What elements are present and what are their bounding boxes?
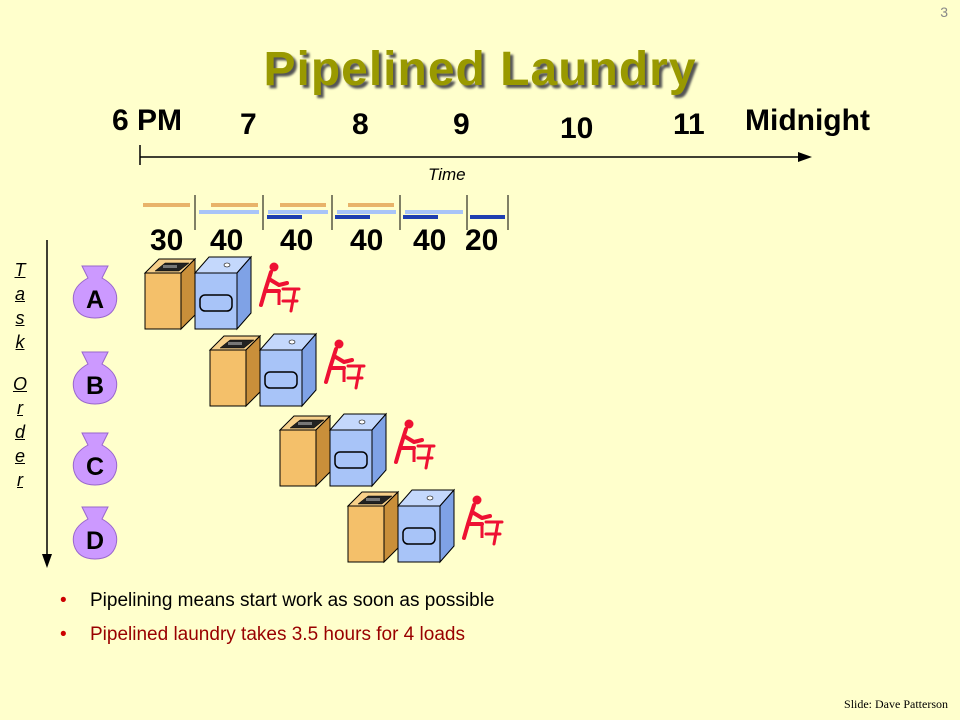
folding-person-icon: [462, 495, 504, 546]
slide-number: 3: [940, 4, 948, 20]
laundry-bag-c: C: [70, 431, 120, 487]
task-order-label: T a s k O r d e r: [12, 260, 27, 490]
bullet-item: Pipelined laundry takes 3.5 hours for 4 …: [60, 624, 494, 646]
duration-label: 30: [150, 224, 184, 257]
task-label-c: C: [85, 453, 105, 481]
laundry-bag-a: A: [70, 264, 120, 320]
dryer-icon: [328, 412, 388, 488]
washer-icon: [208, 334, 262, 408]
hour-label-midnight: Midnight: [745, 104, 870, 137]
washer-icon: [346, 490, 400, 564]
hour-label-11: 11: [673, 108, 705, 141]
task-label-d: D: [85, 527, 105, 555]
laundry-row-d: [346, 488, 504, 564]
duration-label: 40: [280, 224, 314, 257]
laundry-bag-d: D: [70, 505, 120, 561]
bullet-item: Pipelining means start work as soon as p…: [60, 590, 494, 612]
slide-credit: Slide: Dave Patterson: [844, 697, 948, 711]
dryer-icon: [396, 488, 456, 564]
duration-label: 20: [465, 224, 499, 257]
washer-icon: [143, 257, 197, 331]
hour-label-7: 7: [240, 108, 257, 141]
dryer-icon: [193, 255, 253, 331]
task-label-b: B: [85, 372, 105, 400]
hour-label-9: 9: [453, 108, 470, 141]
washer-icon: [278, 414, 332, 488]
dryer-icon: [258, 332, 318, 408]
folding-person-icon: [259, 262, 301, 313]
duration-label: 40: [413, 224, 447, 257]
laundry-row-c: [278, 412, 436, 488]
hour-label-10: 10: [560, 112, 594, 145]
hour-label-6pm: 6 PM: [112, 104, 183, 137]
laundry-bag-b: B: [70, 350, 120, 406]
duration-label: 40: [210, 224, 244, 257]
slide-title: Pipelined Laundry: [263, 43, 697, 96]
task-label-a: A: [85, 286, 105, 314]
time-axis-label: Time: [428, 165, 466, 184]
bullet-list: Pipelining means start work as soon as p…: [60, 590, 494, 658]
folding-person-icon: [394, 419, 436, 470]
laundry-row-b: [208, 332, 366, 408]
laundry-row-a: [143, 255, 301, 331]
hour-label-8: 8: [352, 108, 369, 141]
duration-label: 40: [350, 224, 384, 257]
folding-person-icon: [324, 339, 366, 390]
